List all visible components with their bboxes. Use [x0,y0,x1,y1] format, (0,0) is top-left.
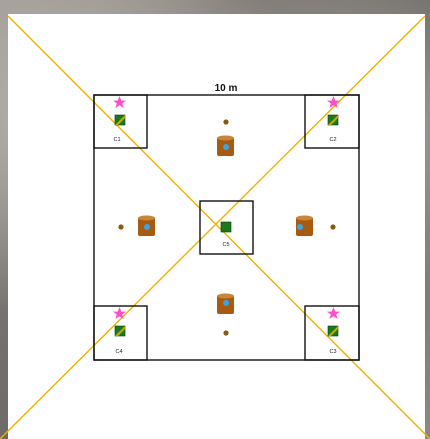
diagonal-lines [0,16,430,439]
station-marker-icon [115,326,125,336]
barrel-icon [296,216,313,237]
station-marker-icon [221,222,231,232]
diagonal-line-2 [0,16,425,439]
barrel-icon [138,216,155,237]
barrel-icon [217,136,234,157]
dimension-label: 10 m [215,83,238,94]
station-marker-icon [328,115,338,125]
stake-icon [223,119,228,124]
label-c2: C2 [329,137,336,143]
star-icon [327,307,340,319]
star-icon [113,307,126,319]
diagonal-line-1 [8,16,430,439]
station-marker-icon [328,326,338,336]
stake-icon [118,224,123,229]
barrel-icon [217,294,234,315]
label-c3: C3 [329,349,336,355]
label-c4: C4 [115,349,122,355]
stake-icon [223,330,228,335]
label-c1: C1 [113,137,120,143]
star-icon [113,96,126,108]
station-marker-icon [115,115,125,125]
stake-icon [330,224,335,229]
label-c5: C5 [222,242,229,248]
